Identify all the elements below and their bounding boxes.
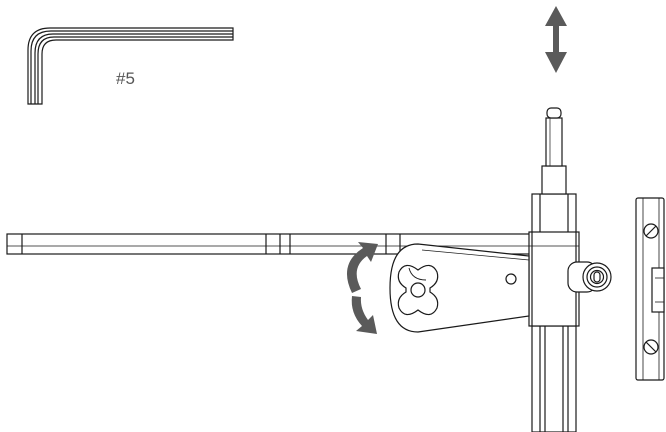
screw-icon [643, 223, 659, 239]
hex-key-size-label: #5 [116, 69, 135, 88]
hex-key [27, 27, 234, 105]
knob-icon [567, 261, 612, 293]
bubble-level-icon [635, 197, 665, 381]
double-headed-vertical-arrow-icon [545, 6, 567, 73]
wing-nut-icon [397, 264, 439, 316]
screw-icon [643, 339, 659, 355]
rotate-arrows-icon [346, 242, 378, 334]
